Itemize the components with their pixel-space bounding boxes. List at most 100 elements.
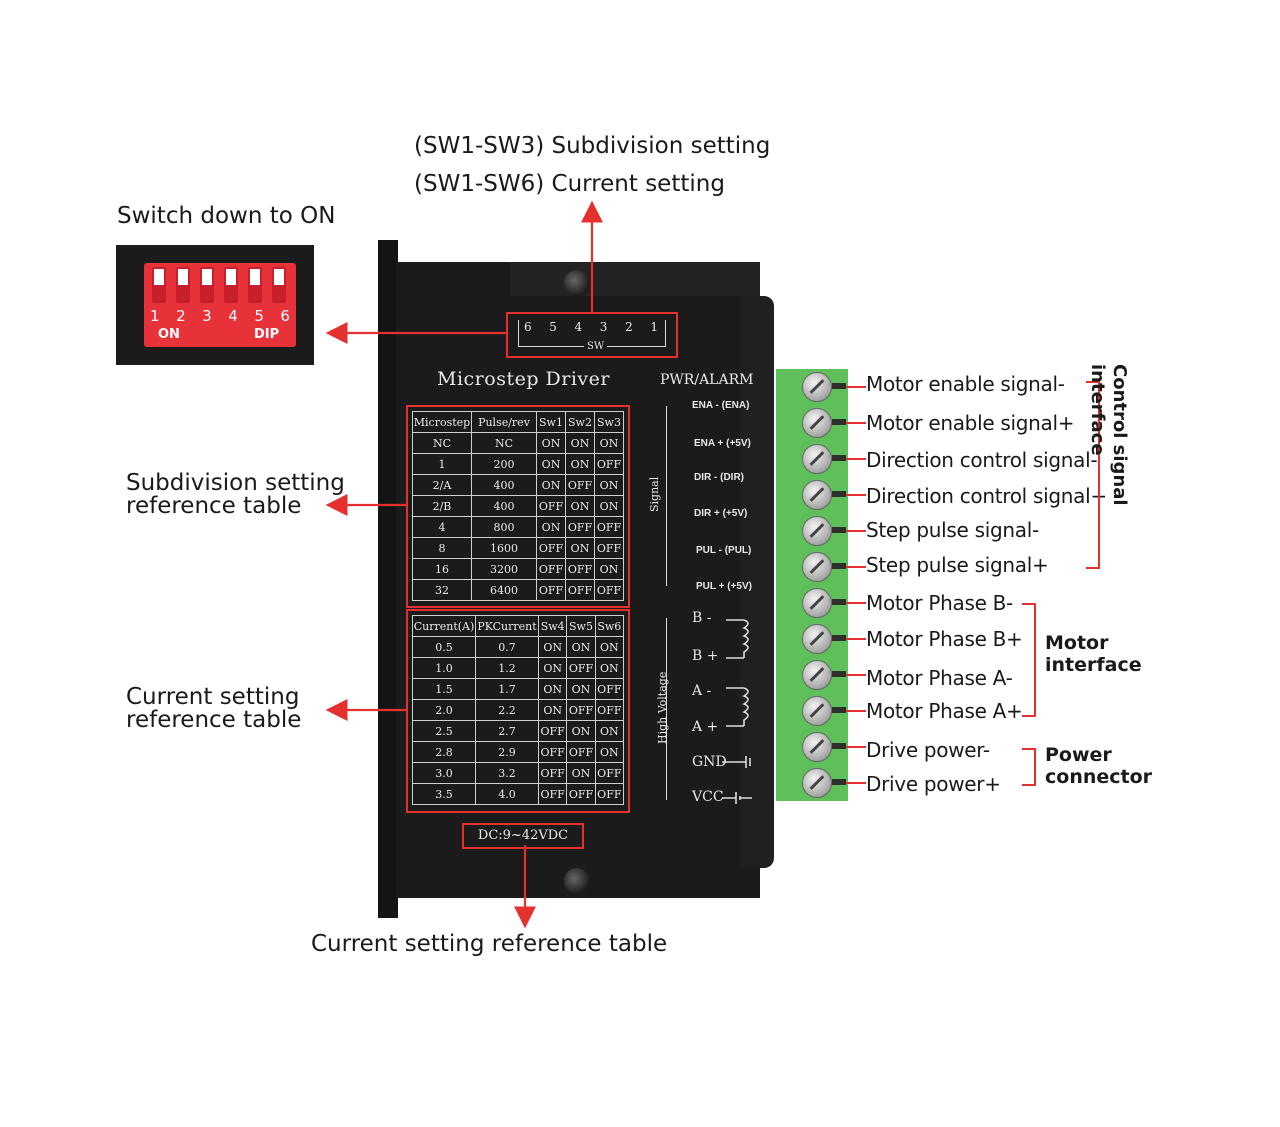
table-cell: 3.0 bbox=[412, 762, 476, 784]
dip-slot-2 bbox=[176, 267, 190, 303]
sw-number-2: 2 bbox=[625, 320, 633, 334]
power-group-line2: connector bbox=[1045, 766, 1153, 788]
table-cell: ON bbox=[594, 636, 625, 658]
table-cell: 4.0 bbox=[475, 783, 539, 805]
dc-voltage-label: DC:9~42VDC bbox=[462, 823, 584, 849]
table-cell: OFF bbox=[537, 741, 568, 763]
table-cell: OFF bbox=[536, 495, 566, 517]
table-cell: 1.2 bbox=[475, 657, 539, 679]
dip-switch-closeup: 1 2 3 4 5 6 ON DIP bbox=[116, 245, 314, 365]
table-cell: 3.5 bbox=[412, 783, 476, 805]
table-cell: 3200 bbox=[471, 558, 537, 580]
terminal-6[interactable] bbox=[776, 549, 848, 585]
sw-number-5: 5 bbox=[549, 320, 557, 334]
pin-gnd: GND bbox=[692, 754, 727, 770]
dip-number-3: 3 bbox=[202, 307, 212, 325]
terminal-1[interactable] bbox=[776, 369, 848, 405]
table-cell: NC bbox=[471, 432, 537, 454]
pin-b-plus: B + bbox=[692, 648, 719, 664]
terminal-lead bbox=[832, 743, 846, 749]
pin-a-minus: A - bbox=[692, 683, 712, 699]
terminal-lead bbox=[832, 707, 846, 713]
power-bracket bbox=[1022, 748, 1036, 786]
screw-icon[interactable] bbox=[802, 696, 832, 726]
terminal-label-7: Motor Phase B- bbox=[866, 591, 1013, 615]
coil-symbols-icon bbox=[722, 619, 752, 804]
dip-toggle-2 bbox=[178, 269, 188, 285]
bottom-callout: Current setting reference table bbox=[311, 931, 668, 957]
screw-icon[interactable] bbox=[802, 552, 832, 582]
pin-vcc: VCC bbox=[692, 789, 724, 805]
screw-icon[interactable] bbox=[802, 408, 832, 438]
terminal-label-3: Direction control signal- bbox=[866, 448, 1098, 472]
screw-icon[interactable] bbox=[802, 732, 832, 762]
terminal-pointer-line bbox=[846, 422, 866, 424]
sw-switch-box: 6 5 4 3 2 1 SW bbox=[506, 312, 678, 358]
sw-number-4: 4 bbox=[574, 320, 583, 334]
table-cell: 2.7 bbox=[475, 720, 539, 742]
dip-slot-6 bbox=[272, 267, 286, 303]
terminal-label-2: Motor enable signal+ bbox=[866, 411, 1075, 435]
dip-number-6: 6 bbox=[280, 307, 290, 325]
terminal-11[interactable] bbox=[776, 729, 848, 765]
pin-b-minus: B - bbox=[692, 610, 712, 626]
terminal-8[interactable] bbox=[776, 621, 848, 657]
terminal-pointer-line bbox=[846, 746, 866, 748]
terminal-label-11: Drive power- bbox=[866, 738, 990, 762]
screw-icon[interactable] bbox=[802, 768, 832, 798]
terminal-pointer-line bbox=[846, 782, 866, 784]
power-group-label: Power connector bbox=[1045, 744, 1152, 788]
terminal-pointer-line bbox=[846, 530, 866, 532]
table-cell: OFF bbox=[537, 762, 568, 784]
motor-group-line1: Motor bbox=[1045, 632, 1109, 654]
terminal-lead bbox=[832, 383, 846, 389]
screw-icon[interactable] bbox=[802, 660, 832, 690]
table-cell: OFF bbox=[565, 579, 595, 601]
terminal-7[interactable] bbox=[776, 585, 848, 621]
screw-icon[interactable] bbox=[802, 588, 832, 618]
terminal-lead bbox=[832, 563, 846, 569]
screw-icon[interactable] bbox=[802, 516, 832, 546]
terminal-label-10: Motor Phase A+ bbox=[866, 699, 1023, 723]
terminal-10[interactable] bbox=[776, 693, 848, 729]
table-cell: OFF bbox=[594, 516, 624, 538]
terminal-4[interactable] bbox=[776, 477, 848, 513]
top-callout-line1: (SW1-SW3) Subdivision setting bbox=[414, 133, 771, 159]
terminal-3[interactable] bbox=[776, 441, 848, 477]
terminal-lead bbox=[832, 635, 846, 641]
dip-number-4: 4 bbox=[228, 307, 238, 325]
screw-icon[interactable] bbox=[802, 444, 832, 474]
table-cell: ON bbox=[594, 558, 624, 580]
terminal-5[interactable] bbox=[776, 513, 848, 549]
subdivision-callout: Subdivision setting reference table bbox=[126, 472, 345, 518]
dip-toggle-3 bbox=[202, 269, 212, 285]
table-cell: 400 bbox=[471, 495, 537, 517]
dip-toggle-6 bbox=[274, 269, 284, 285]
screw-icon[interactable] bbox=[802, 480, 832, 510]
screw-icon[interactable] bbox=[802, 624, 832, 654]
pin-pul-minus: PUL - (PUL) bbox=[696, 545, 752, 556]
table-cell: ON bbox=[594, 720, 625, 742]
terminal-2[interactable] bbox=[776, 405, 848, 441]
terminal-label-8: Motor Phase B+ bbox=[866, 627, 1023, 651]
dip-toggle-1 bbox=[154, 269, 164, 285]
table-cell: 32 bbox=[412, 579, 472, 601]
terminal-12[interactable] bbox=[776, 765, 848, 801]
subdivision-callout-line2: reference table bbox=[126, 493, 302, 519]
terminal-9[interactable] bbox=[776, 657, 848, 693]
terminal-pointer-line bbox=[846, 458, 866, 460]
terminal-pointer-line bbox=[846, 386, 866, 388]
pwr-alarm-label: PWR/ALARM bbox=[660, 372, 754, 388]
hv-bracket bbox=[666, 618, 681, 800]
pin-pul-plus: PUL + (+5V) bbox=[696, 581, 752, 592]
header-sw6: Sw6 bbox=[594, 615, 625, 637]
table-cell: OFF bbox=[594, 537, 624, 559]
screw-icon[interactable] bbox=[802, 372, 832, 402]
